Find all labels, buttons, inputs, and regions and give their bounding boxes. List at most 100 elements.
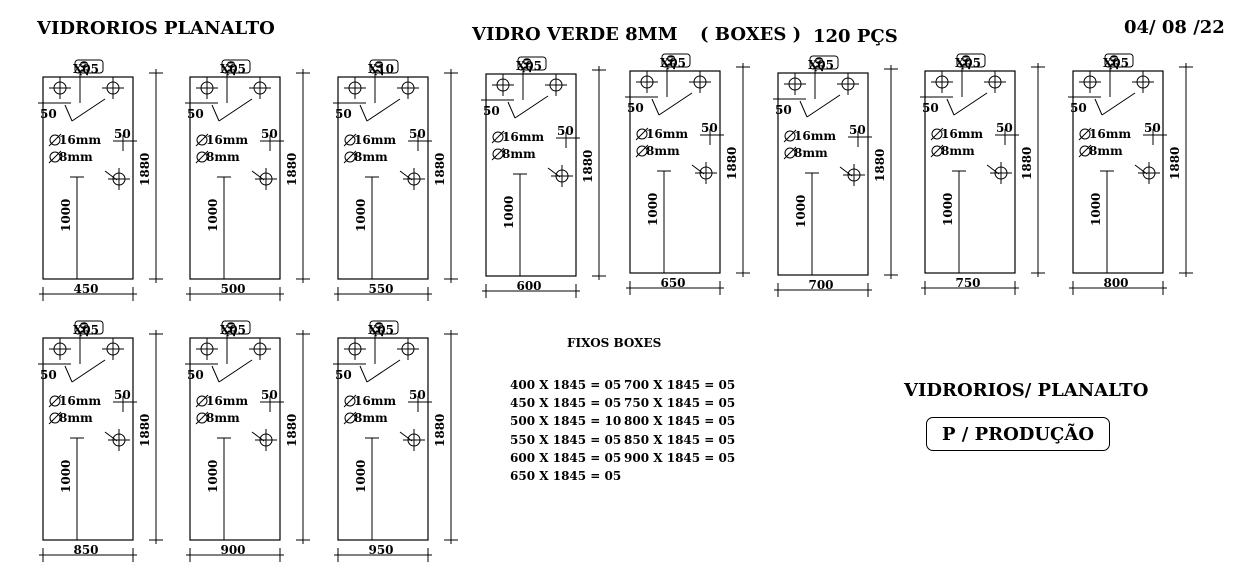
width-label: 750 [955, 276, 981, 290]
dim-50-right-label: 50 [849, 123, 866, 137]
dim-50-left-label: 50 [40, 368, 57, 382]
height-1000-label: 1000 [941, 192, 955, 226]
dim-20-label: 20 [225, 60, 238, 76]
width-label: 450 [73, 282, 99, 296]
dim-50-right-label: 50 [701, 121, 718, 135]
hole-8mm-label: 8mm [502, 147, 536, 161]
height-1880-label: 1880 [433, 152, 447, 186]
height-1880-label: 1880 [138, 413, 152, 447]
dim-20-label: 20 [1108, 54, 1121, 70]
qty-label: X05 [219, 62, 246, 76]
date-label: 04/ 08 /22 [1124, 17, 1225, 38]
dim-50-right-label: 50 [996, 121, 1013, 135]
height-1880-label: 1880 [581, 149, 595, 183]
height-1880-label: 1880 [285, 152, 299, 186]
hole-8mm-label: 8mm [1089, 144, 1123, 158]
hole-16mm-label: 16mm [206, 133, 249, 147]
height-1880-label: 1880 [1168, 146, 1182, 180]
hole-8mm-label: 8mm [354, 411, 388, 425]
dim-20-label: 20 [373, 60, 386, 76]
height-1000-label: 1000 [354, 459, 368, 493]
height-1000-label: 1000 [206, 459, 220, 493]
height-1880-label: 1880 [873, 148, 887, 182]
height-1000-label: 1000 [1089, 192, 1103, 226]
width-label: 950 [368, 543, 394, 557]
fixos-entry: 850 X 1845 = 05 [624, 432, 736, 447]
width-label: 500 [220, 282, 246, 296]
panel-outline [920, 53, 1045, 295]
height-1880-label: 1880 [138, 152, 152, 186]
dim-50-left-label: 50 [187, 107, 204, 121]
fixos-entry: 600 X 1845 = 05 [510, 450, 622, 465]
height-1000-label: 1000 [646, 192, 660, 226]
hole-16mm-label: 16mm [59, 133, 102, 147]
dim-50-left-label: 50 [1070, 101, 1087, 115]
panel-outline [38, 59, 163, 301]
dim-20-label: 20 [813, 56, 826, 72]
height-1880-label: 1880 [433, 413, 447, 447]
dim-20-label: 20 [665, 54, 678, 70]
fixos-entry: 650 X 1845 = 05 [510, 469, 622, 484]
dim-50-right-label: 50 [409, 388, 426, 402]
dim-50-right-label: 50 [261, 127, 278, 141]
qty-label: X05 [1102, 56, 1129, 70]
company-footer: VIDRORIOS/ PLANALTO [904, 380, 1149, 401]
hole-16mm-label: 16mm [59, 394, 102, 408]
fixos-entry: 700 X 1845 = 05 [624, 378, 736, 392]
fixos-entry: 450 X 1845 = 05 [510, 396, 622, 411]
hole-8mm-label: 8mm [941, 144, 975, 158]
qty-label: X05 [515, 59, 542, 73]
panel-outline [333, 320, 458, 562]
qty-label: X05 [219, 323, 246, 337]
qty-label: X05 [954, 56, 981, 70]
height-1000-label: 1000 [354, 198, 368, 232]
dim-50-right-label: 50 [557, 124, 574, 138]
width-label: 900 [220, 543, 246, 557]
panel-outline [333, 59, 458, 301]
qty-label: X05 [659, 56, 686, 70]
hole-16mm-label: 16mm [502, 130, 545, 144]
dim-50-right-label: 50 [409, 127, 426, 141]
width-label: 600 [516, 279, 542, 293]
height-1880-label: 1880 [285, 413, 299, 447]
fixos-entry: 900 X 1845 = 05 [624, 450, 736, 465]
dim-50-left-label: 50 [775, 103, 792, 117]
panel-outline [185, 320, 310, 562]
fixos-title: FIXOS BOXES [567, 336, 662, 350]
height-1000-label: 1000 [59, 459, 73, 493]
panel-outline [625, 53, 750, 295]
qty-label: X05 [807, 58, 834, 72]
dim-20-label: 20 [225, 321, 238, 337]
production-label: P / PRODUÇÃO [941, 423, 1095, 445]
dim-50-right-label: 50 [114, 388, 131, 402]
width-label: 700 [808, 278, 834, 292]
hole-8mm-label: 8mm [59, 411, 93, 425]
hole-8mm-label: 8mm [206, 150, 240, 164]
height-1000-label: 1000 [794, 194, 808, 228]
hole-8mm-label: 8mm [646, 144, 680, 158]
hole-16mm-label: 16mm [941, 127, 984, 141]
dim-20-label: 20 [960, 54, 973, 70]
dim-20-label: 20 [78, 321, 91, 337]
hole-8mm-label: 8mm [59, 150, 93, 164]
fixos-entry: 400 X 1845 = 05 [510, 378, 622, 392]
panel-outline [481, 56, 606, 298]
width-label: 650 [660, 276, 686, 290]
dim-50-right-label: 50 [114, 127, 131, 141]
fixos-entry: 750 X 1845 = 05 [624, 396, 736, 411]
dim-50-right-label: 50 [1144, 121, 1161, 135]
hole-8mm-label: 8mm [206, 411, 240, 425]
dim-20-label: 20 [521, 57, 534, 73]
dim-50-left-label: 50 [483, 104, 500, 118]
dim-50-left-label: 50 [335, 368, 352, 382]
hole-8mm-label: 8mm [354, 150, 388, 164]
type-label: ( BOXES ) [700, 24, 802, 45]
dim-50-left-label: 50 [187, 368, 204, 382]
